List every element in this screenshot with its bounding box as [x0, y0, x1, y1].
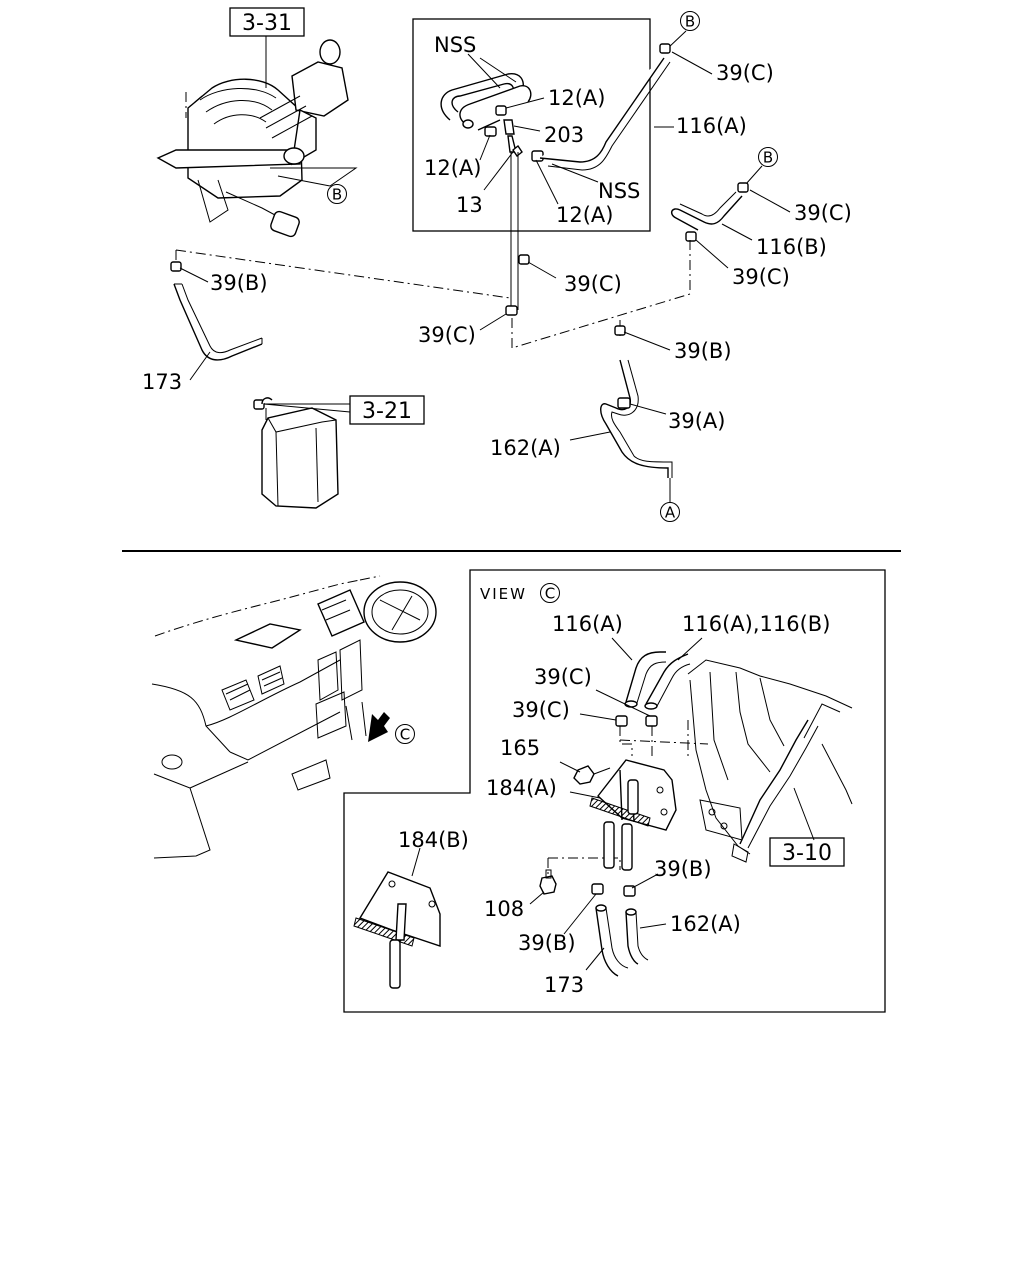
view-c-arrow: C — [368, 712, 415, 744]
marker-b-right: B — [758, 147, 778, 167]
label-view-116a: 116(A) — [552, 612, 623, 636]
label-39b-left: 39(B) — [210, 271, 268, 295]
label-203: 203 — [544, 123, 584, 147]
svg-text:B: B — [685, 13, 695, 31]
label-view-184a: 184(A) — [486, 776, 557, 800]
reference-box-3-21[interactable]: 3-21 — [349, 395, 425, 425]
view-c-title: VIEW C — [480, 583, 560, 603]
clip-39c-left — [505, 305, 518, 316]
label-12a-left: 12(A) — [424, 156, 481, 180]
label-12a-right: 12(A) — [548, 86, 605, 110]
label-13: 13 — [456, 193, 483, 217]
label-view-116a-116b: 116(A),116(B) — [682, 612, 830, 636]
reference-3-10-text: 3-10 — [782, 841, 832, 866]
label-12a-lower: 12(A) — [556, 203, 613, 227]
label-116b: 116(B) — [756, 235, 827, 259]
reference-3-31-text: 3-31 — [242, 11, 292, 36]
clip-view-39c-a — [615, 715, 628, 727]
reference-box-3-31[interactable]: 3-31 — [229, 7, 305, 37]
reservoir-tank-illustration — [261, 397, 339, 509]
svg-text:A: A — [665, 504, 676, 522]
reference-box-3-10[interactable]: 3-10 — [769, 837, 845, 867]
svg-text:C: C — [400, 726, 410, 744]
clip-39c-center — [518, 254, 530, 265]
clip-39a — [617, 397, 631, 409]
label-view-162a: 162(A) — [670, 912, 741, 936]
label-39b-right: 39(B) — [674, 339, 732, 363]
label-116a-inset: 116(A) — [676, 114, 747, 138]
bolt-165 — [573, 765, 611, 785]
clip-view-39b-left — [591, 883, 604, 895]
clip-view-39b-right — [623, 885, 636, 897]
label-nss-top: NSS — [434, 33, 476, 57]
inset-box — [412, 18, 674, 310]
clip-39c-top — [659, 43, 671, 54]
clip-39c-right — [737, 182, 749, 193]
label-view-39b-left: 39(B) — [518, 931, 576, 955]
label-view-39c-a: 39(C) — [534, 665, 592, 689]
clip-view-39c-b — [645, 715, 658, 727]
marker-b-inset: B — [680, 11, 700, 31]
svg-text:B: B — [332, 186, 342, 204]
label-39c-center: 39(C) — [564, 272, 622, 296]
svg-text:VIEW: VIEW — [480, 585, 527, 603]
view-c-frame — [343, 569, 886, 1013]
label-view-39b-right: 39(B) — [654, 857, 712, 881]
clip-39c-116b — [685, 231, 697, 242]
bolt-108 — [539, 869, 557, 895]
body-panel-illustration — [687, 659, 853, 863]
marker-b-top-left: B — [327, 184, 347, 204]
reference-3-21-text: 3-21 — [362, 399, 412, 424]
label-39c-top: 39(C) — [716, 61, 774, 85]
clip-39b-left — [170, 261, 182, 272]
label-view-108: 108 — [484, 897, 524, 921]
svg-text:B: B — [763, 149, 773, 167]
label-162a: 162(A) — [490, 436, 561, 460]
clip-39b-right — [614, 325, 626, 336]
heater-unit-illustration — [156, 39, 349, 238]
bracket-184b — [353, 871, 441, 989]
label-173: 173 — [142, 370, 182, 394]
label-view-165: 165 — [500, 736, 540, 760]
svg-text:C: C — [545, 585, 555, 603]
label-nss-bottom: NSS — [598, 179, 640, 203]
label-39a: 39(A) — [668, 409, 725, 433]
label-39c-right: 39(C) — [794, 201, 852, 225]
marker-a-bottom: A — [660, 502, 680, 522]
label-view-184b: 184(B) — [398, 828, 469, 852]
label-39c-116b: 39(C) — [732, 265, 790, 289]
label-view-173: 173 — [544, 973, 584, 997]
label-39c-left: 39(C) — [418, 323, 476, 347]
label-view-39c-b: 39(C) — [512, 698, 570, 722]
bracket-184a — [589, 759, 677, 871]
dashboard-illustration — [151, 575, 437, 859]
